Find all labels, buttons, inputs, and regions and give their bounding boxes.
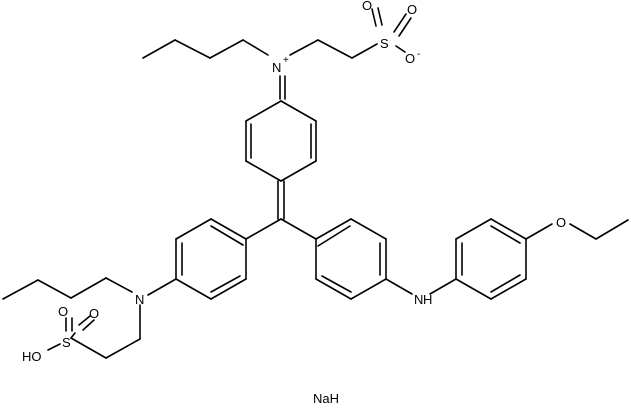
counterion-label: NaH bbox=[313, 391, 339, 406]
bond-lines bbox=[2, 7, 629, 359]
anilino-hydrogen-label: H bbox=[423, 292, 432, 307]
sulfonate-oxygen-top-right-label: O bbox=[407, 2, 417, 17]
ether-oxygen-label: O bbox=[556, 215, 566, 230]
iminium-nitrogen-label: N bbox=[272, 60, 281, 75]
acid-hydroxyl-label: HO bbox=[22, 349, 42, 364]
iminium-charge-label: + bbox=[283, 55, 289, 66]
atom-labels: N + O S O O - N O S O HO N H O NaH bbox=[22, 0, 566, 406]
acid-sulfur-label: S bbox=[62, 335, 71, 350]
anilino-nitrogen-label: N bbox=[414, 292, 423, 307]
amine-nitrogen-left-label: N bbox=[135, 292, 144, 307]
sulfonate-charge-label: - bbox=[417, 49, 420, 60]
sulfonate-oxygen-top-left-label: O bbox=[362, 0, 372, 13]
sulfonate-sulfur-label: S bbox=[380, 36, 389, 51]
sulfonate-oxygen-minus-label: O bbox=[405, 51, 415, 66]
acid-oxygen-lower-label: O bbox=[89, 306, 99, 321]
acid-oxygen-upper-label: O bbox=[58, 304, 68, 319]
